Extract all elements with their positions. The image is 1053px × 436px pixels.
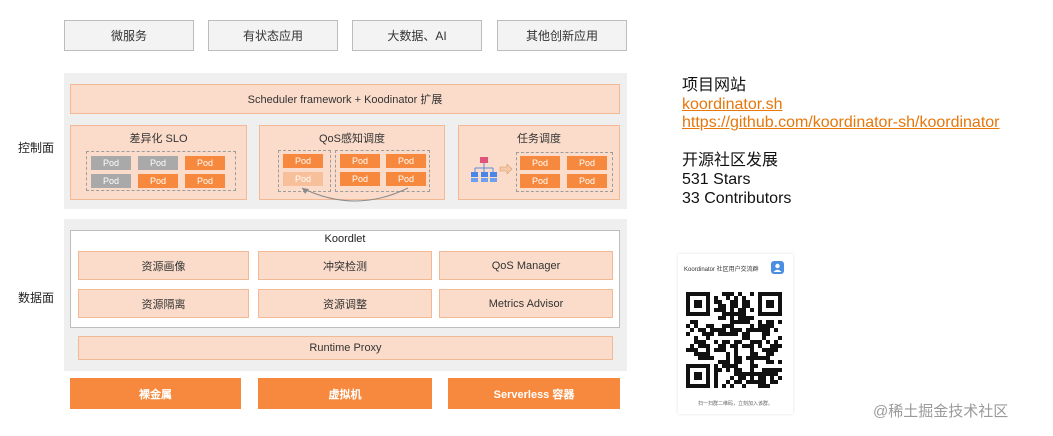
community-heading: 开源社区发展 (682, 152, 779, 169)
qos-group-title: QoS感知调度 (318, 133, 385, 145)
qr-card: Koordinator 社区用户交流群 扫一扫群二维码，立刻加入该群。 (678, 254, 793, 414)
resource-adjustment: 资源调整 (258, 289, 432, 318)
app-other: 其他创新应用 (497, 20, 627, 51)
task-group-title: 任务调度 (517, 133, 561, 145)
qos-group: QoS感知调度 Pod Pod Pod Pod Pod Pod (259, 125, 445, 202)
interference-detection: 冲突检测 (258, 251, 432, 280)
rescheduling-arrow (301, 187, 409, 202)
stars-count: 531 Stars (682, 171, 751, 188)
qr-code (686, 292, 782, 388)
qos-node-right (335, 150, 430, 192)
app-microservice: 微服务 (64, 20, 194, 51)
serverless-container: Serverless 容器 (448, 378, 620, 409)
hierarchy-icon (471, 157, 497, 182)
slo-group-title: 差异化 SLO (129, 133, 188, 145)
scheduler-framework-box: Scheduler framework + Koodinator 扩展 (70, 84, 620, 114)
pod: Pod (520, 156, 560, 170)
bare-metal: 裸金属 (70, 378, 241, 409)
pod: Pod (340, 154, 380, 168)
resource-isolation: 资源隔离 (78, 289, 249, 318)
site-link[interactable]: koordinator.sh (682, 96, 783, 113)
pod: Pod (138, 156, 178, 170)
task-group: 任务调度 Pod Pod Pod Pod (458, 125, 620, 200)
pod: Pod (340, 172, 380, 186)
pod: Pod (520, 174, 560, 188)
slo-pod-container (86, 151, 236, 191)
pod: Pod (283, 154, 323, 168)
pod: Pod (567, 174, 607, 188)
slo-group: 差异化 SLO Pod Pod Pod Pod Pod Pod (70, 125, 247, 200)
watermark: @稀土掘金技术社区 (873, 403, 1009, 420)
contributors-count: 33 Contributors (682, 190, 792, 207)
qr-caption: 扫一扫群二维码，立刻加入该群。 (697, 401, 773, 407)
control-plane-label: 控制面 (18, 141, 55, 155)
app-bigdata-ai: 大数据、AI (352, 20, 482, 51)
qos-manager: QoS Manager (439, 251, 613, 280)
group-icon (771, 261, 784, 274)
pod: Pod (91, 174, 131, 188)
koordlet-title: Koordlet (324, 233, 366, 245)
site-heading: 项目网站 (682, 77, 747, 94)
app-stateful: 有状态应用 (208, 20, 338, 51)
pod-migrating: Pod (283, 172, 323, 186)
runtime-proxy: Runtime Proxy (78, 336, 613, 360)
metrics-advisor: Metrics Advisor (439, 289, 613, 318)
github-link[interactable]: https://github.com/koordinator-sh/koordi… (682, 114, 1000, 131)
resource-profiling: 资源画像 (78, 251, 249, 280)
virtual-machine: 虚拟机 (258, 378, 432, 409)
pod: Pod (567, 156, 607, 170)
task-pod-container (516, 152, 613, 192)
pod: Pod (185, 174, 225, 188)
qr-title: Koordinator 社区用户交流群 (684, 267, 759, 273)
pod: Pod (138, 174, 178, 188)
arrow-right-icon (499, 164, 513, 174)
pod: Pod (386, 172, 426, 186)
data-plane-label: 数据面 (18, 291, 55, 305)
pod: Pod (185, 156, 225, 170)
pod: Pod (386, 154, 426, 168)
pod: Pod (91, 156, 131, 170)
